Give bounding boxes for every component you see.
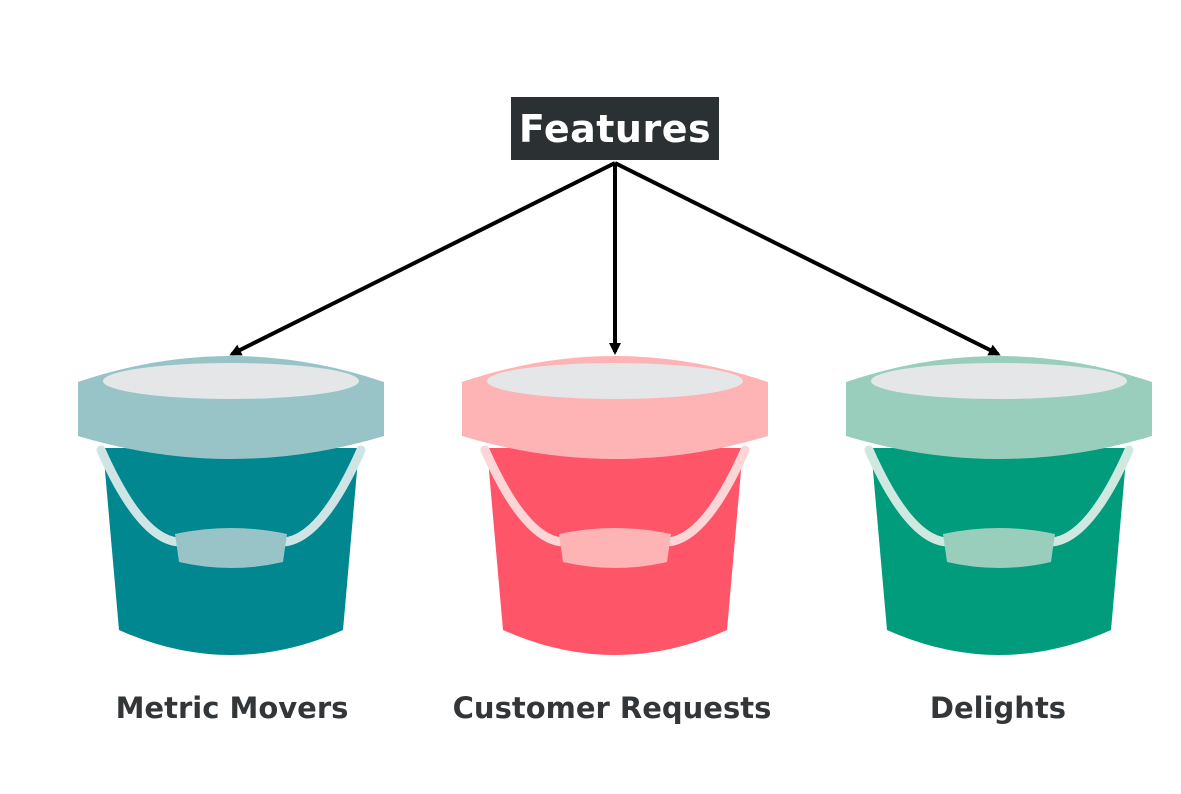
bucket-opening bbox=[871, 363, 1127, 399]
bucket-handle bbox=[864, 445, 1134, 547]
label-metric-movers: Metric Movers bbox=[115, 691, 349, 725]
bucket-delights bbox=[846, 356, 1152, 655]
bucket-opening bbox=[487, 363, 743, 399]
bucket-metric-movers bbox=[78, 356, 384, 655]
connector-arrow-metric-movers bbox=[229, 161, 616, 356]
connector-arrow-delights bbox=[614, 161, 1001, 356]
bucket-handle-grip bbox=[175, 528, 287, 568]
bucket-handle bbox=[480, 445, 750, 547]
label-customer-requests: Customer Requests bbox=[452, 691, 772, 725]
bucket-opening bbox=[103, 363, 359, 399]
bucket-handle-grip bbox=[943, 528, 1055, 568]
label-delights: Delights bbox=[929, 691, 1067, 725]
bucket-customer-requests bbox=[462, 356, 768, 655]
bucket-handle bbox=[96, 445, 366, 547]
features-box: Features bbox=[511, 97, 719, 160]
bucket-handle-grip bbox=[559, 528, 671, 568]
features-title: Features bbox=[518, 106, 712, 151]
